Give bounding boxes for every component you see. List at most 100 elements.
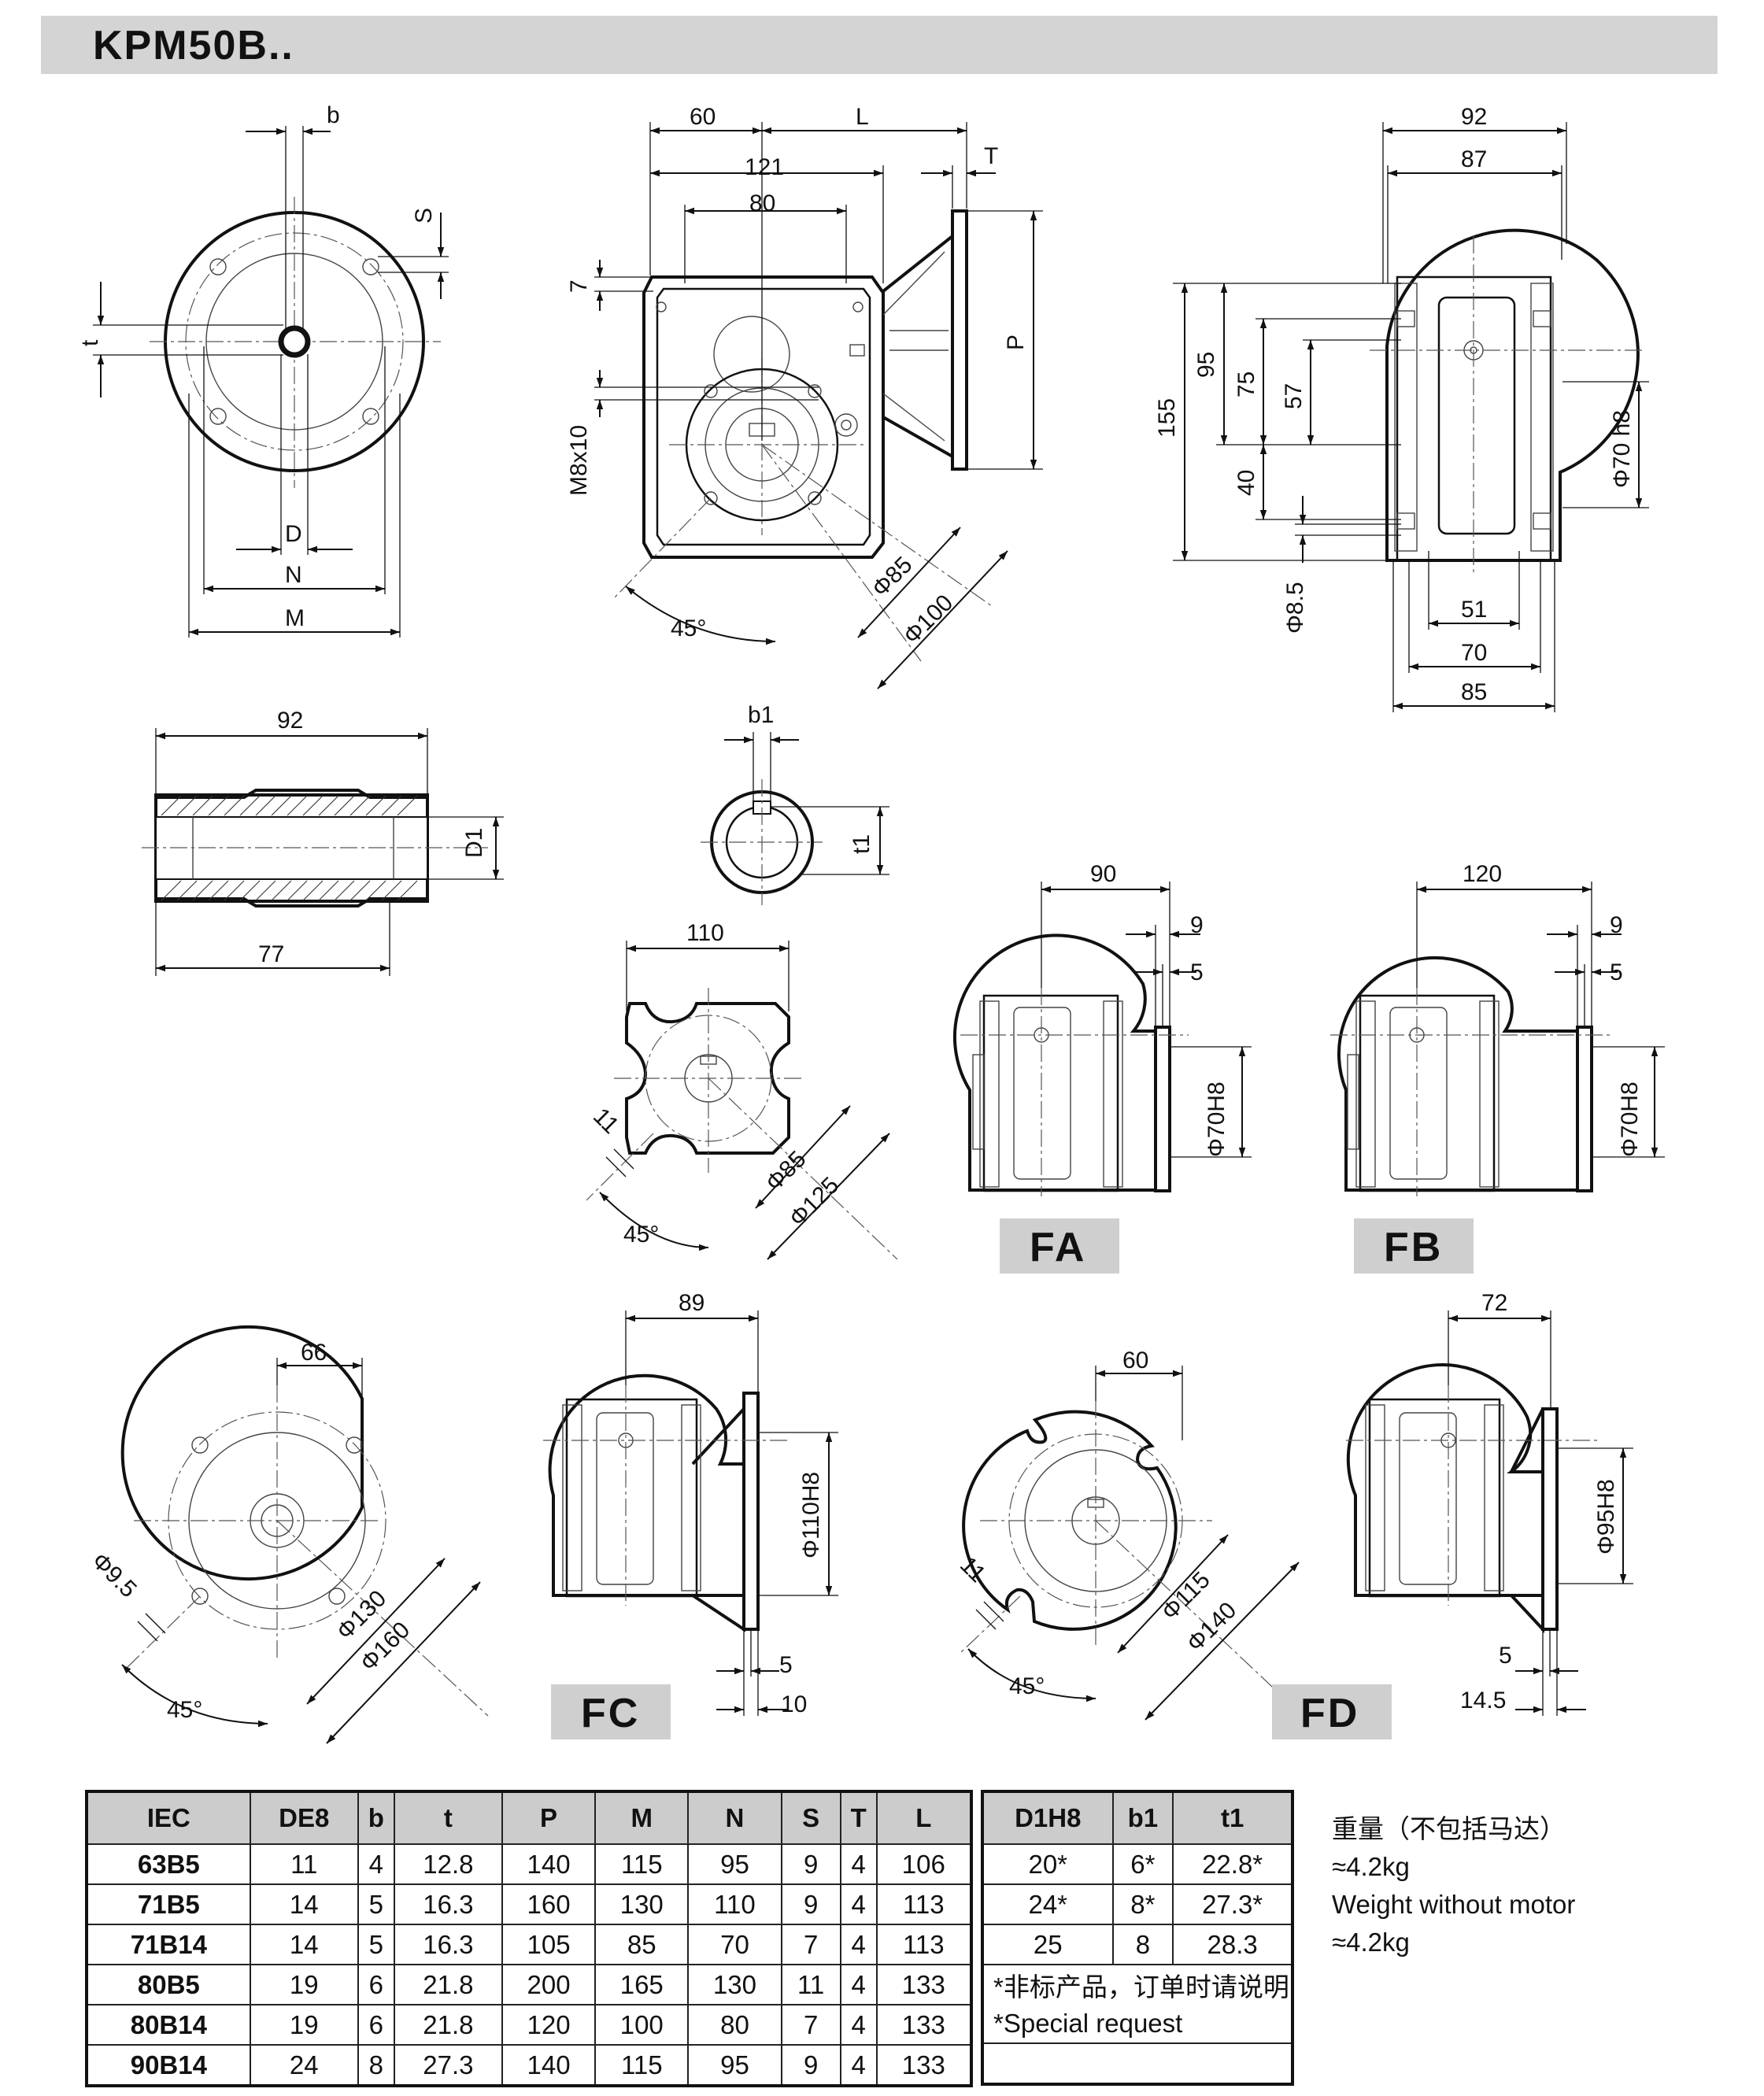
fa-tag: FA — [1030, 1225, 1086, 1270]
fb-phi70h8-label: Φ70H8 — [1617, 1081, 1643, 1157]
table-cell: 12.8 — [393, 1843, 503, 1885]
shaft-header-t1: t1 — [1172, 1791, 1293, 1845]
fc-tag: FC — [581, 1691, 640, 1736]
cross-11-label: 11 — [588, 1103, 623, 1139]
side-t-label: T — [984, 143, 998, 169]
spec-header-b: b — [357, 1791, 395, 1845]
table-cell: 4 — [839, 1924, 878, 1965]
table-cell: 8 — [1111, 1924, 1174, 1965]
table-cell: 16.3 — [393, 1883, 503, 1925]
table-cell: 115 — [594, 1843, 690, 1885]
fd-view: 72 Φ95H8 5 14.5 FD — [1272, 1290, 1633, 1739]
cross-flange-view: 110 11 Φ85 Φ125 45° — [586, 920, 898, 1260]
end-87-label: 87 — [1461, 146, 1487, 172]
end-70-label: 70 — [1461, 640, 1487, 666]
fd-5-label: 5 — [1499, 1643, 1512, 1669]
table-cell: 19 — [249, 2004, 359, 2046]
front-n-label: N — [285, 562, 302, 588]
fa-90-label: 90 — [1090, 861, 1116, 887]
fdf-60-label: 60 — [1122, 1347, 1148, 1373]
weight-info: 重量（不包括马达） ≈4.2kg Weight without motor ≈4… — [1332, 1810, 1575, 1961]
end-92-label: 92 — [1461, 104, 1487, 130]
weight-label-cn: 重量（不包括马达） — [1332, 1814, 1566, 1843]
table-cell: 120 — [501, 2004, 597, 2046]
table-cell: 80B14 — [86, 2004, 251, 2046]
table-cell: 71B14 — [86, 1924, 251, 1965]
table-cell: 160 — [501, 1883, 597, 1925]
fa-9-label: 9 — [1190, 912, 1204, 938]
spec-header-s: S — [780, 1791, 841, 1845]
fd-14-5-label: 14.5 — [1460, 1688, 1506, 1713]
side-view: 60 L T 121 80 7 M8x10 P Φ85 Φ100 45° — [566, 104, 1043, 689]
fa-tag-box — [1000, 1218, 1119, 1273]
note-row: *Special request — [982, 2004, 1293, 2044]
fb-view: 120 9 5 Φ70H8 FB — [1330, 861, 1665, 1273]
end-95-label: 95 — [1193, 352, 1219, 378]
page-title: KPM50B.. — [93, 23, 294, 68]
front-b-label: b — [327, 102, 340, 128]
table-cell: 14 — [249, 1924, 359, 1965]
side-45-label: 45° — [671, 615, 706, 641]
fd-tag-box — [1272, 1684, 1392, 1739]
end-85-label: 85 — [1461, 679, 1487, 705]
table-cell: 113 — [875, 1883, 973, 1925]
table-cell: 20* — [982, 1843, 1114, 1885]
fb-5-label: 5 — [1610, 959, 1623, 985]
fa-phi70h8-label: Φ70H8 — [1204, 1081, 1230, 1157]
table-row: 80B14 19 6 21.8 120 100 80 7 4 133 — [86, 2004, 973, 2046]
end-view: 92 87 155 95 75 57 40 Φ8.5 Φ70 h8 51 70 … — [1154, 104, 1649, 712]
table-cell: 71B5 — [86, 1883, 251, 1925]
side-m8x10-label: M8x10 — [566, 425, 592, 496]
table-cell: 21.8 — [393, 1964, 503, 2005]
fa-5-label: 5 — [1190, 959, 1204, 985]
fd-72-label: 72 — [1481, 1290, 1507, 1316]
table-cell: 165 — [594, 1964, 690, 2005]
table-cell: 110 — [687, 1883, 782, 1925]
table-cell: 22.8* — [1172, 1843, 1293, 1885]
spec-header-n: N — [687, 1791, 782, 1845]
shaft-header-b1: b1 — [1111, 1791, 1174, 1845]
bore-b1-label: b1 — [748, 702, 774, 728]
shaft-section-view: 92 77 D1 — [142, 708, 504, 976]
flange-spec-table: IEC DE8 b t P M N S T L 63B5 11 4 12.8 1… — [85, 1790, 973, 2087]
table-cell: 133 — [875, 1964, 973, 2005]
end-57-label: 57 — [1281, 383, 1307, 409]
front-s-label: S — [411, 208, 437, 224]
side-7-label: 7 — [566, 279, 592, 293]
table-cell: 115 — [594, 2044, 690, 2087]
table-cell: 133 — [875, 2004, 973, 2046]
table-cell: 130 — [594, 1883, 690, 1925]
table-cell: 105 — [501, 1924, 597, 1965]
fb-120-label: 120 — [1463, 861, 1502, 887]
table-cell: 5 — [357, 1924, 395, 1965]
blank-row — [982, 2043, 1293, 2085]
note-row: *非标产品，订单时请说明 — [982, 1964, 1293, 2004]
table-cell: 7 — [780, 1924, 841, 1965]
table-cell: 6 — [357, 2004, 395, 2046]
table-cell: 140 — [501, 2044, 597, 2087]
end-phi70h8-label: Φ70 h8 — [1609, 410, 1635, 488]
special-note-en: *Special request — [982, 2004, 1293, 2044]
table-cell: 16.3 — [393, 1924, 503, 1965]
table-cell: 130 — [687, 1964, 782, 2005]
table-cell: 95 — [687, 1843, 782, 1885]
end-75-label: 75 — [1233, 372, 1259, 397]
table-row: 63B5 11 4 12.8 140 115 95 9 4 106 — [86, 1843, 973, 1885]
fc-flange-view: 66 Φ9.5 Φ130 Φ160 45° — [87, 1325, 489, 1744]
fc-tag-box — [551, 1684, 671, 1739]
table-cell: 106 — [875, 1843, 973, 1885]
bore-t1-label: t1 — [849, 834, 875, 854]
fcf-phi9-5-label: Φ9.5 — [87, 1548, 142, 1603]
end-phi8-5-label: Φ8.5 — [1282, 582, 1308, 634]
fa-view: 90 9 5 Φ70H8 FA — [953, 861, 1252, 1273]
table-cell: 25 — [982, 1924, 1114, 1965]
blank-cell — [982, 2043, 1293, 2085]
table-cell: 80 — [687, 2004, 782, 2046]
fc-phi110h8-label: Φ110H8 — [798, 1472, 824, 1558]
table-cell: 5 — [357, 1883, 395, 1925]
spec-header-l: L — [875, 1791, 973, 1845]
shaft-spec-table: D1H8 b1 t1 20* 6* 22.8* 24* 8* 27.3* 25 … — [981, 1790, 1294, 2086]
fd-flange-view: 60 11 Φ115 Φ140 45° — [955, 1347, 1300, 1721]
fcf-45-label: 45° — [167, 1697, 202, 1723]
fb-tag-box — [1354, 1218, 1474, 1273]
